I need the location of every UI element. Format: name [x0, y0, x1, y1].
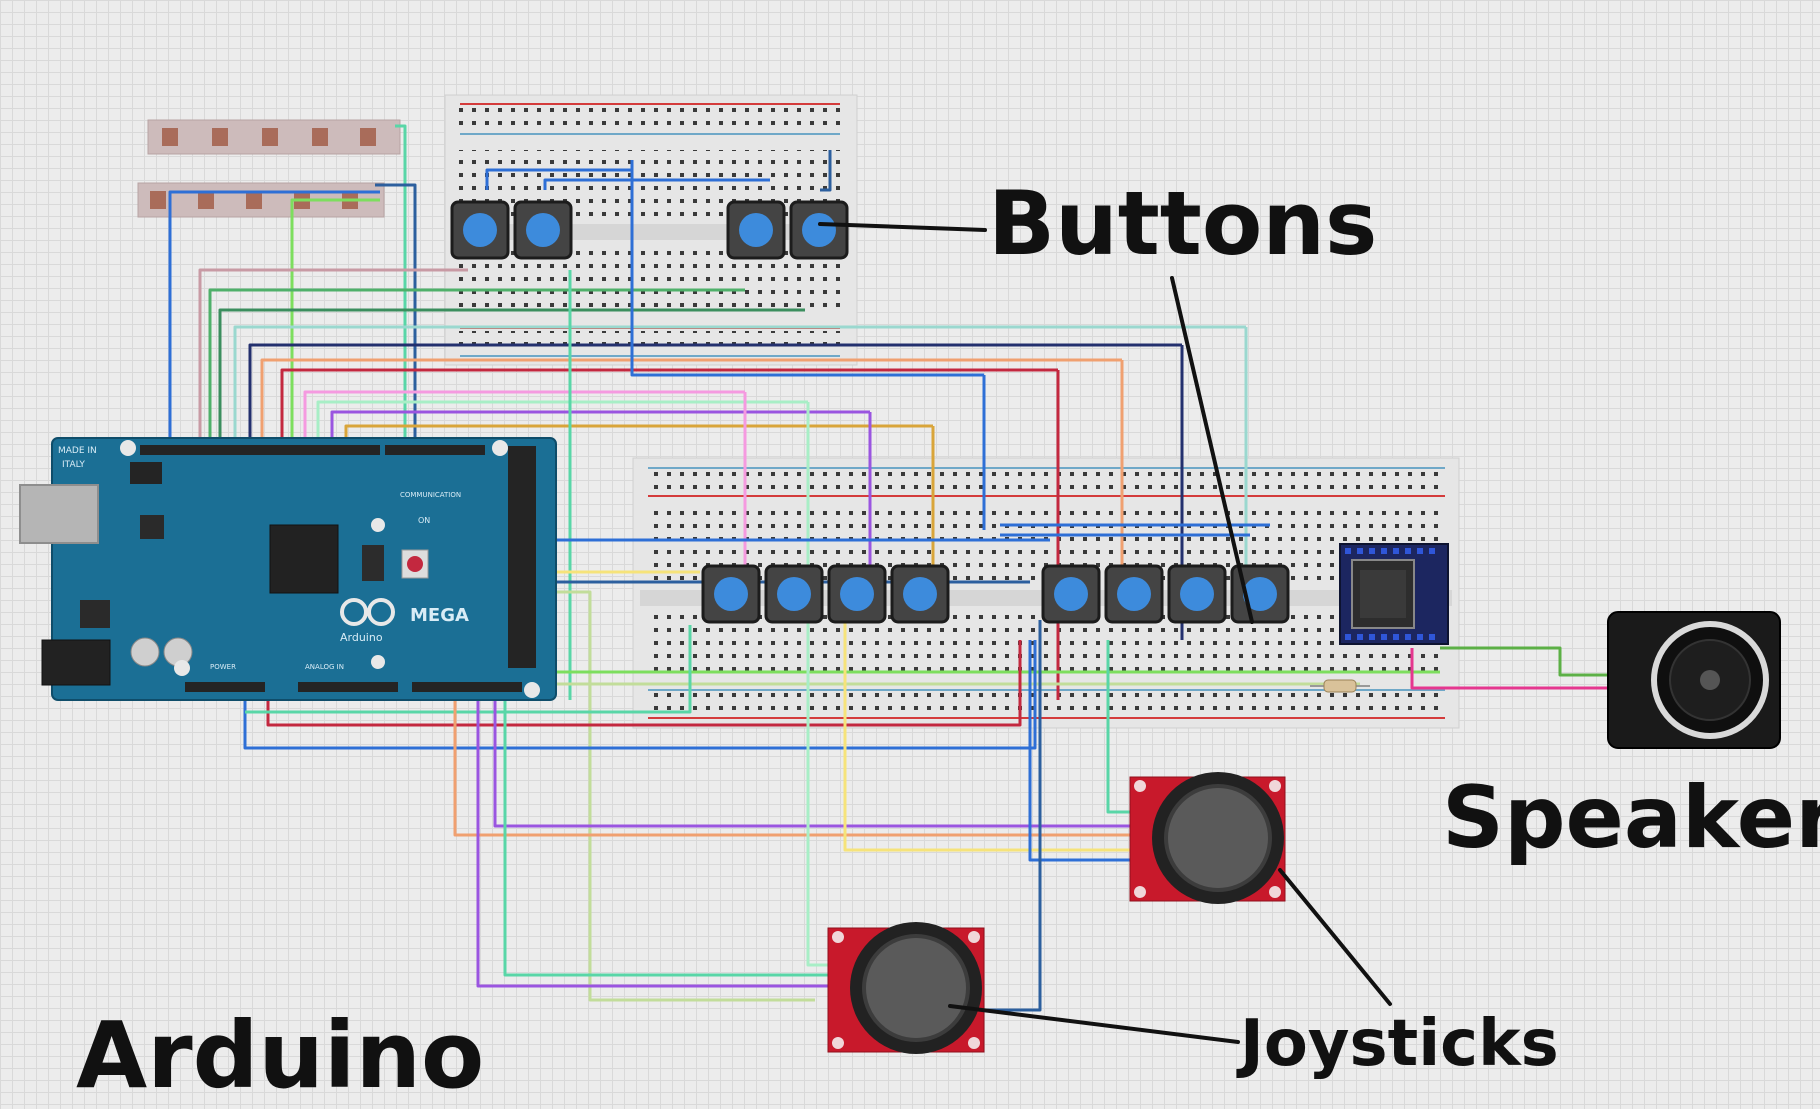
joysticks-label: Joysticks	[1240, 1007, 1559, 1081]
push-button[interactable]	[827, 564, 887, 624]
push-button[interactable]	[450, 200, 510, 260]
push-button[interactable]	[1230, 564, 1290, 624]
led-strip-1	[147, 119, 401, 155]
push-button[interactable]	[1104, 564, 1164, 624]
arduino-label: Arduino	[76, 1002, 485, 1109]
board-logo-text: Arduino	[340, 631, 383, 644]
sd-card-module	[1339, 543, 1449, 645]
arduino-mega-board: MADE IN ITALY Arduino MEGA COMMUNICATION…	[19, 437, 557, 701]
buttons-label: Buttons	[988, 172, 1378, 275]
push-button[interactable]	[890, 564, 950, 624]
board-analog-label: ANALOG IN	[305, 663, 344, 671]
speaker-label: Speaker	[1442, 768, 1820, 868]
callout-lines	[818, 222, 1392, 1044]
buttons-main	[701, 564, 1290, 624]
board-model-label: MEGA	[410, 605, 469, 626]
board-on-label: ON	[418, 516, 430, 525]
board-comm-label: COMMUNICATION	[400, 491, 461, 499]
push-button[interactable]	[1041, 564, 1101, 624]
speaker	[1607, 611, 1781, 749]
push-button[interactable]	[701, 564, 761, 624]
board-power-label: POWER	[210, 663, 236, 671]
joystick-2[interactable]	[827, 922, 985, 1054]
board-brand-line2: ITALY	[62, 460, 85, 470]
board-brand-line1: MADE IN	[58, 446, 97, 456]
joystick-1[interactable]	[1129, 772, 1286, 904]
push-button[interactable]	[1167, 564, 1227, 624]
resistor	[1310, 679, 1370, 693]
push-button[interactable]	[764, 564, 824, 624]
push-button[interactable]	[513, 200, 573, 260]
push-button[interactable]	[726, 200, 786, 260]
push-button[interactable]	[789, 200, 849, 260]
buttons-top	[450, 200, 849, 260]
